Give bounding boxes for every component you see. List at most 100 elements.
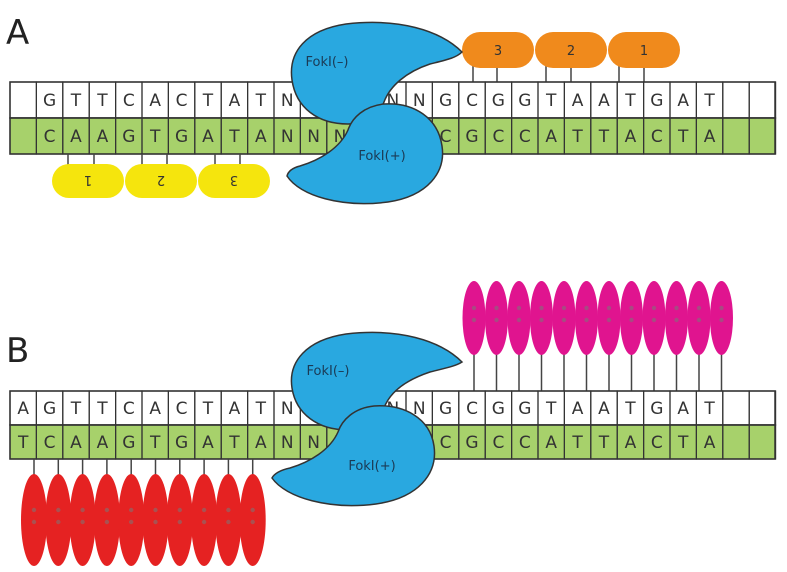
dna-a-top-base: G: [492, 91, 505, 111]
fokI-minus-label: FokI(–): [307, 364, 350, 379]
dna-a-top-base: T: [545, 91, 557, 111]
dna-a-bottom-base: A: [545, 127, 557, 147]
dna-a-top-base: T: [202, 91, 214, 111]
dna-b-bottom-base: N: [307, 433, 320, 453]
dna-a-bottom-cell: [748, 117, 777, 155]
fokI-nuclease-domain-icon: [271, 405, 436, 507]
dna-a-bottom-base: T: [228, 127, 240, 147]
dna-b-top-base: A: [572, 399, 584, 419]
dna-a-top-base: C: [466, 91, 478, 111]
tale-rvd-dot: [56, 519, 61, 525]
dna-b-top-base: T: [703, 399, 715, 419]
zinc-finger-module-icon: [608, 32, 680, 68]
dna-b-bottom-base: T: [571, 433, 583, 453]
dna-b-bottom-base: C: [44, 433, 56, 453]
dna-b-bottom-base: C: [651, 433, 663, 453]
dna-b-top-base: G: [43, 399, 56, 419]
dna-b-top-base: G: [439, 399, 452, 419]
dna-b-bottom-base: A: [97, 433, 109, 453]
zinc-finger-module-icon: [125, 164, 197, 198]
dna-b-bottom-base: T: [228, 433, 240, 453]
tale-rvd-dot: [104, 507, 110, 513]
tale-rvd-dot: [153, 507, 158, 513]
tale-bottom-group: [21, 459, 266, 566]
dna-b-top-base: C: [123, 399, 135, 419]
tale-rvd-dot: [129, 507, 134, 513]
tale-rvd-dot: [696, 317, 702, 323]
dna-b-top-base: T: [545, 399, 557, 419]
dna-b-bottom-base: T: [149, 433, 161, 453]
tale-rvd-dot: [129, 519, 134, 525]
dna-b-top-base: T: [96, 399, 108, 419]
panel-b: B AGTTCACTATNNNNNNGCGGTAATGAT TCAAGTGATA…: [6, 281, 777, 566]
dna-b-bottom-base: A: [255, 433, 267, 453]
dna-a-bottom-base: G: [122, 127, 135, 147]
dna-b-bottom-base: A: [202, 433, 214, 453]
dna-a-bottom-base: A: [255, 127, 267, 147]
dna-a-bottom-base: T: [571, 127, 583, 147]
dna-b-bottom-base: T: [598, 433, 610, 453]
zinc-finger-module-icon: [52, 164, 124, 198]
dna-b-top-base: A: [149, 399, 161, 419]
fokI-minus-b: FokI(–): [290, 331, 464, 431]
dna-b-bottom-base: A: [704, 433, 716, 453]
tale-rvd-dot: [153, 519, 158, 525]
zf-bottom-label: 1: [84, 172, 92, 187]
dna-b-top-base: A: [17, 399, 29, 419]
dna-a-bottom-base: A: [97, 127, 109, 147]
dna-a-top-base: C: [176, 91, 188, 111]
dna-a-bottom-base: A: [625, 127, 637, 147]
tale-rvd-dot: [674, 317, 679, 323]
dna-a-top-base: C: [123, 91, 135, 111]
dna-a-bottom-base: T: [598, 127, 610, 147]
dna-a-bottom-base: T: [677, 127, 689, 147]
tale-rvd-dot: [539, 305, 544, 311]
tale-rvd-dot: [226, 507, 231, 513]
tale-rvd-dot: [584, 305, 589, 311]
dna-a-top-base: N: [281, 91, 294, 111]
dna-b-bottom-base: G: [175, 433, 188, 453]
dna-a-top-base: G: [439, 91, 452, 111]
dna-a-bottom-base: G: [465, 127, 478, 147]
tale-rvd-dot: [471, 305, 477, 311]
dna-b-top-base: T: [255, 399, 267, 419]
zf-top-label: 1: [640, 44, 648, 59]
dna-a-bottom-base: T: [149, 127, 161, 147]
tale-rvd-dot: [719, 317, 724, 323]
dna-b-bottom-base: C: [519, 433, 531, 453]
dna-b-top-base: C: [176, 399, 188, 419]
fokI-plus-label: FokI(+): [358, 149, 405, 164]
tale-rvd-dot: [561, 317, 567, 323]
dna-a-top-base: G: [518, 91, 531, 111]
fokI-plus-label: FokI(+): [348, 459, 395, 474]
dna-b-bottom-base: A: [70, 433, 82, 453]
dna-a-top-base: T: [96, 91, 108, 111]
dna-a-top-base: N: [413, 91, 426, 111]
tale-rvd-dot: [651, 305, 657, 311]
zf-top-label: 2: [567, 44, 575, 59]
tale-rvd-dot: [250, 519, 255, 525]
dna-a-bottom-base: C: [440, 127, 452, 147]
dna-b-bottom-base: T: [677, 433, 689, 453]
fokI-nuclease-domain-icon: [286, 103, 444, 205]
dna-b-top-base: A: [677, 399, 689, 419]
zf-top-group: 3 2 1: [462, 32, 680, 82]
tale-rvd-dot: [104, 519, 110, 525]
dna-b-bottom-base: T: [17, 433, 29, 453]
tale-top-group: [462, 281, 733, 391]
dna-a-bottom-base: A: [70, 127, 82, 147]
dna-b-bottom-base: G: [122, 433, 135, 453]
tale-rvd-dot: [31, 507, 37, 513]
dna-a-bottom-base: G: [175, 127, 188, 147]
tale-rvd-dot: [606, 305, 612, 311]
dna-a-bottom-base: C: [519, 127, 531, 147]
tale-rvd-dot: [201, 519, 207, 525]
dna-a-bottom-base: C: [44, 127, 56, 147]
zinc-finger-module-icon: [198, 164, 270, 198]
fokI-minus-a: FokI(–): [290, 21, 464, 125]
tale-rvd-dot: [80, 507, 85, 513]
dna-b-top-base: T: [70, 399, 82, 419]
zf-bottom-group: 1 2 3: [52, 154, 270, 198]
dna-b-top-base: A: [229, 399, 241, 419]
zinc-finger-module-icon: [535, 32, 607, 68]
